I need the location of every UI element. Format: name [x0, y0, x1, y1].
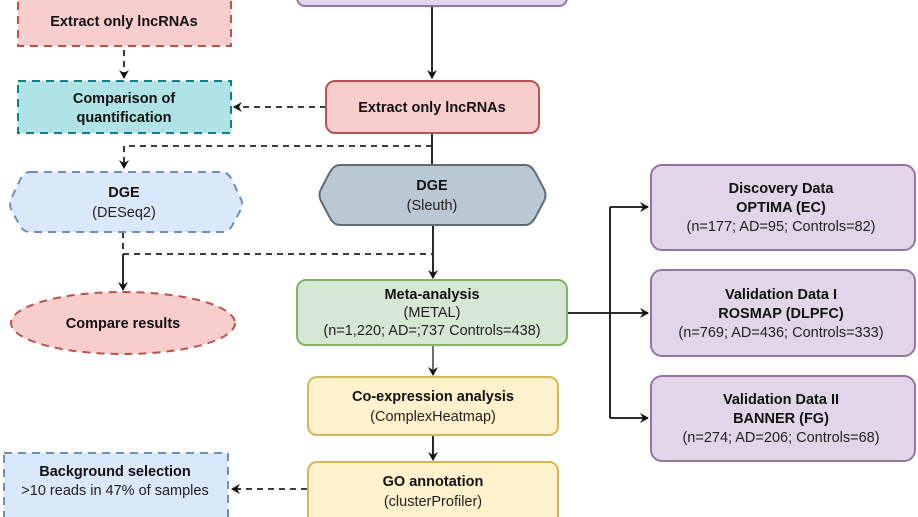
node-background-selection[interactable]: Background selection >10 reads in 47% of… — [3, 452, 229, 517]
node-sublabel: (ComplexHeatmap) — [370, 409, 496, 425]
node-detail: (n=769; AD=436; Controls=333) — [678, 325, 883, 341]
node-discovery-data[interactable]: Discovery Data OPTIMA (EC) (n=177; AD=95… — [650, 164, 916, 251]
node-sublabel: >10 reads in 47% of samples — [21, 483, 208, 499]
node-label-line1: Comparison of — [73, 91, 175, 107]
node-label: Validation Data I — [725, 287, 837, 303]
node-dge-deseq2[interactable]: DGE (DESeq2) — [9, 171, 243, 233]
node-sublabel: (METAL) — [404, 305, 461, 321]
connector-extract-to-deseq2 — [119, 145, 432, 169]
node-label-line2: quantification — [76, 110, 171, 126]
node-label: Extract only lncRNAs — [358, 100, 505, 116]
node-extract-lncrnas-center[interactable]: Extract only lncRNAs — [325, 80, 540, 134]
node-label: Co-expression analysis — [352, 389, 514, 405]
node-sublabel: (clusterProfiler) — [384, 494, 482, 510]
node-detail: (n=274; AD=206; Controls=68) — [682, 430, 879, 446]
node-meta-analysis[interactable]: Meta-analysis (METAL) (n=1,220; AD=;737 … — [296, 279, 568, 346]
node-sublabel: BANNER (FG) — [733, 411, 829, 427]
node-sublabel: OPTIMA (EC) — [736, 200, 826, 216]
node-label: Discovery Data — [729, 181, 835, 197]
node-coexpression-analysis[interactable]: Co-expression analysis (ComplexHeatmap) — [307, 376, 559, 436]
node-sublabel: ROSMAP (DLPFC) — [718, 306, 844, 322]
node-go-annotation[interactable]: GO annotation (clusterProfiler) — [307, 461, 559, 517]
node-detail: (n=177; AD=95; Controls=82) — [686, 219, 875, 235]
node-sublabel: (Sleuth) — [407, 198, 458, 214]
node-label: Validation Data II — [723, 392, 839, 408]
node-input-data[interactable] — [296, 0, 568, 7]
node-label: Meta-analysis — [384, 287, 479, 303]
node-label: Background selection — [39, 464, 190, 480]
node-label: DGE — [108, 185, 140, 201]
node-sublabel: (DESeq2) — [92, 205, 156, 221]
node-label: GO annotation — [383, 474, 484, 490]
node-comparison-of-quantification[interactable]: Comparison of quantification — [17, 80, 232, 134]
node-extract-lncrnas-left[interactable]: Extract only lncRNAs — [17, 0, 232, 47]
node-label: Compare results — [66, 316, 180, 332]
node-label: Extract only lncRNAs — [50, 14, 197, 30]
node-detail: (n=1,220; AD=;737 Controls=438) — [323, 323, 540, 339]
node-dge-sleuth[interactable]: DGE (Sleuth) — [318, 164, 547, 226]
node-label: DGE — [416, 178, 448, 194]
node-validation-data-2[interactable]: Validation Data II BANNER (FG) (n=274; A… — [650, 375, 916, 462]
node-compare-results[interactable]: Compare results — [10, 291, 236, 355]
node-validation-data-1[interactable]: Validation Data I ROSMAP (DLPFC) (n=769;… — [650, 269, 916, 357]
